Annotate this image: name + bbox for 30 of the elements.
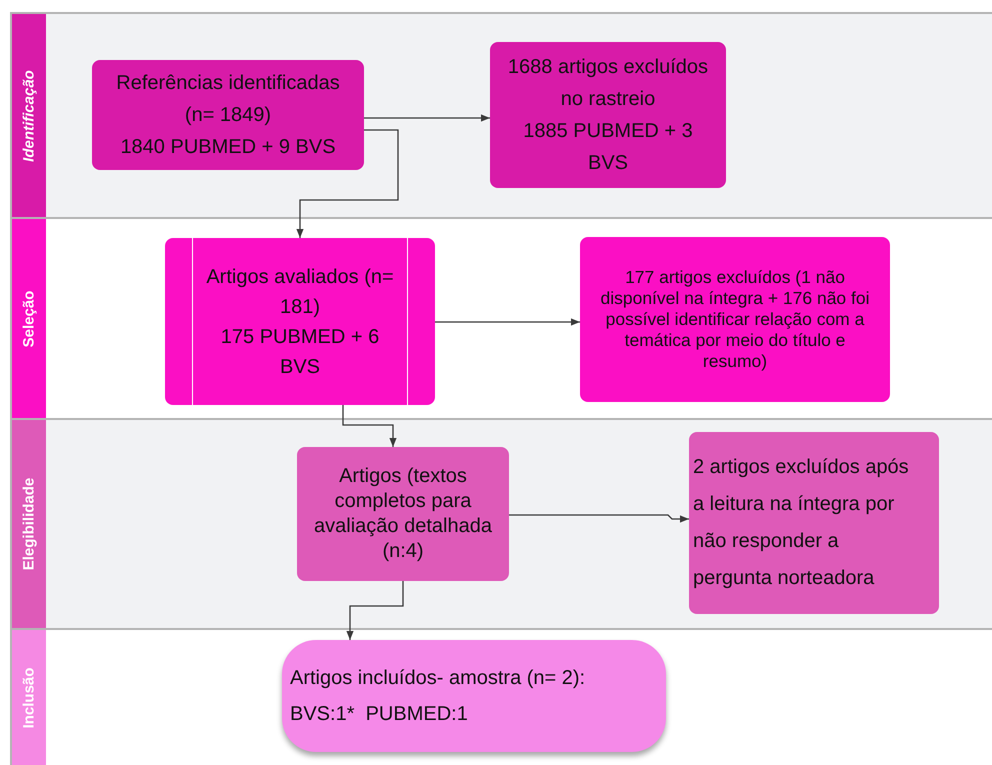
swimlane (10, 418, 992, 630)
arrow (342, 405, 397, 447)
lane-title: Seleção (20, 290, 38, 347)
box-text: 1688 artigos excluídos no rastreio (506, 55, 710, 112)
predefined-process-box (165, 238, 435, 405)
box-text: Referências identificadas (n= 1849) (115, 71, 341, 128)
arrow (509, 514, 689, 523)
box-text: BVS:1* PUBMED:1 (290, 702, 468, 727)
box-text: Artigos incluídos- amostra (n= 2): (290, 666, 586, 691)
box-text: 1885 PUBMED + 3 BVS (522, 119, 694, 176)
arrow (346, 581, 404, 640)
arrow (435, 318, 580, 326)
process-box (92, 60, 364, 170)
lane-title: Identificação (20, 70, 38, 162)
arrow (364, 114, 490, 122)
swimlane (10, 12, 992, 219)
box-text: Artigos avaliados (n= 181) (205, 264, 395, 320)
process-box (297, 447, 509, 581)
box-text: 177 artigos excluídos (1 não disponível na íntegra + 176 não foi possível identificar relação com a temática por meio do título e resumo) (599, 267, 871, 372)
terminal-box (282, 640, 666, 752)
box-text: Artigos (textos completos para avaliação detalhada (n:4) (313, 464, 493, 564)
box-text: 2 artigos excluídos após a leitura na íntegra por não responder a pergunta norteadora (693, 455, 910, 591)
arrow (296, 129, 399, 238)
process-box (580, 237, 890, 402)
lane-title: Elegibilidade (20, 478, 38, 570)
process-box (490, 42, 726, 188)
process-box (689, 432, 939, 614)
box-text: 1840 PUBMED + 9 BVS (120, 135, 336, 160)
lane-title: Inclusão (20, 668, 38, 728)
box-text: 175 PUBMED + 6 BVS (220, 324, 380, 380)
